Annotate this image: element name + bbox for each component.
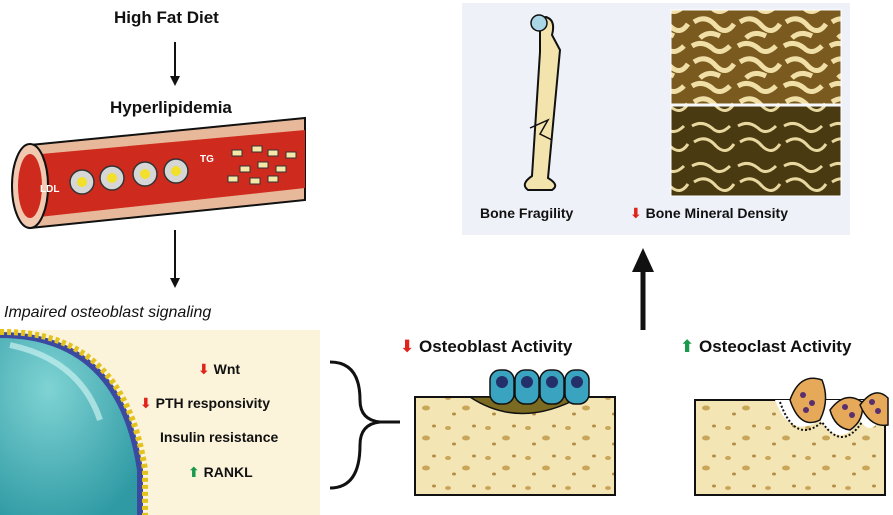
bone-density-label: ⬇ Bone Mineral Density [630, 205, 788, 221]
signal-item-wnt: ⬇ Wnt [198, 361, 241, 377]
impaired-signaling-label: Impaired osteoblast signaling [4, 304, 212, 321]
healthy-trabecular-bone [670, 9, 842, 105]
osteoclast-cells [789, 377, 889, 431]
bone-fragility-label: Bone Fragility [480, 205, 574, 221]
osteoblast-cells [489, 369, 590, 405]
hyperlipidemia-label: Hyperlipidemia [110, 98, 232, 117]
signal-item-insulin: Insulin resistance [160, 429, 279, 445]
osteoblast-bone-illustration [414, 369, 616, 496]
osteoclast-activity-label: ⬆ Osteoclast Activity [680, 337, 852, 356]
ldl-label: LDL [40, 184, 59, 195]
bracket [329, 360, 381, 490]
osteoclast-bone-illustration [694, 377, 889, 496]
tg-label: TG [200, 154, 214, 165]
up-arrow-icon: ⬆ [680, 337, 695, 356]
high-fat-diet-label: High Fat Diet [114, 8, 219, 27]
down-arrow-icon: ⬇ [400, 337, 415, 356]
osteoblast-activity-label: ⬇ Osteoblast Activity [400, 337, 573, 356]
blood-vessel-illustration: LDL TG [11, 116, 306, 230]
signal-item-rankl: ⬆ RANKL [188, 464, 253, 480]
cell-membrane-illustration [0, 328, 148, 515]
up-arrow-icon: ⬆ [188, 464, 200, 480]
femur-illustration [523, 14, 562, 191]
down-arrow-icon: ⬇ [140, 395, 152, 411]
osteoporotic-trabecular-bone [670, 105, 842, 197]
ldl-particles [69, 158, 189, 195]
tg-particles [227, 145, 297, 185]
signal-item-pth: ⬇ PTH responsivity [140, 395, 270, 411]
down-arrow-icon: ⬇ [198, 361, 210, 377]
down-arrow-icon: ⬇ [630, 205, 642, 221]
